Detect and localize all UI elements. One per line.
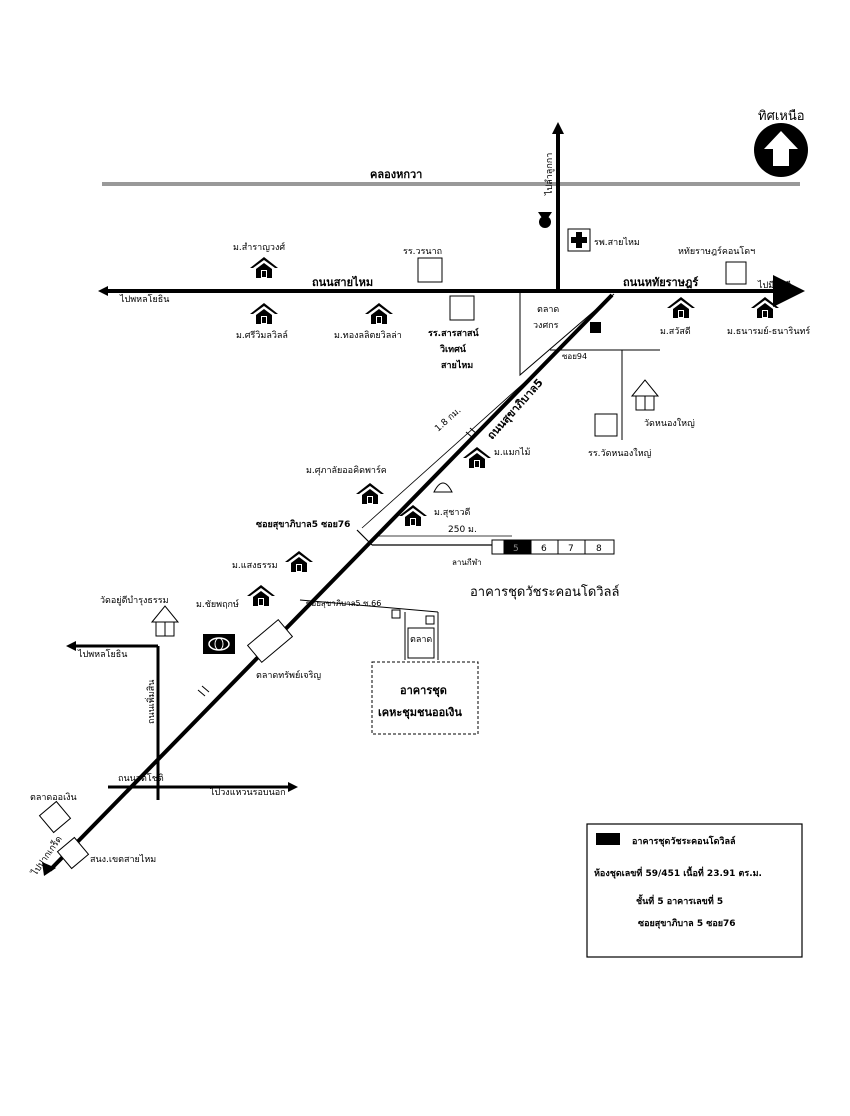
- distance-250m-label: 250 ม.: [448, 525, 477, 535]
- house-icon: [247, 585, 275, 606]
- house-icon: [250, 303, 278, 324]
- school-line3: สายไหม: [441, 359, 473, 371]
- wat-yu-di-label: วัดอยู่ดีบำรุงธรรม: [100, 595, 169, 606]
- sanong-label: สนง.เขตสายไหม: [90, 854, 156, 865]
- building-6-label: 6: [541, 544, 547, 554]
- soi66-label: ซอยสุขาภิบาล5 ซ.66: [306, 599, 381, 608]
- shell-icon: [433, 482, 453, 493]
- khehachumchon-box: [371, 661, 479, 735]
- soi76-road: [356, 529, 373, 546]
- wat-nong-yai-label: วัดหนองใหญ่: [644, 418, 695, 429]
- talad-sap-box: [246, 619, 294, 663]
- swadee-label: ม.สวัสดี: [660, 326, 691, 337]
- laeng-tham-label: ม.แสงธรรม: [232, 561, 278, 571]
- house-icon: [463, 447, 491, 468]
- legend-line1: ห้องชุดเลขที่ 59/451 เนื้อที่ 23.91 ตร.ม…: [594, 866, 762, 879]
- rawang-label: ม.สำราญวงศ์: [233, 241, 285, 253]
- to-outer-ring-label: ไปวงแหวนรอบนอก: [209, 787, 286, 798]
- wat-school-box: [594, 413, 618, 437]
- soi76-label: ซอยสุขาภิบาล5 ซอย76: [256, 519, 350, 530]
- sports-ground: [491, 539, 505, 555]
- road-sukhaphiban5: [48, 293, 614, 872]
- road-sai-mai-label: ถนนสายไหม: [312, 275, 373, 289]
- house-icon: [751, 297, 779, 318]
- suchawadee-label: ม.สุชาวดี: [434, 507, 471, 518]
- north-indicator: ทิศเหนือ: [754, 108, 808, 177]
- house-icon: [250, 257, 278, 278]
- worranart-label: รร.วรนาถ: [403, 247, 442, 257]
- legend-box: อาคารชุดวัชระคอนโดวิลล์ ห้องชุดเลขที่ 59…: [586, 823, 803, 958]
- supalai-label: ม.ศุภาลัยออคิดพาร์ค: [306, 464, 387, 476]
- distance-1-8km-line: [361, 355, 555, 529]
- temple-icon: [150, 605, 180, 637]
- market-wongsakorn-line2: วงศกร: [533, 321, 559, 331]
- building-5: [504, 540, 531, 554]
- building-7-label: 7: [568, 544, 574, 554]
- to-lam-luk-ka-label: ไปลำลูกกา: [544, 153, 555, 196]
- soi94-label: ซอย94: [562, 352, 587, 361]
- school-line2: วิเทศน์: [439, 343, 467, 355]
- talad-sap-label: ตลาดทรัพย์เจริญ: [256, 669, 321, 681]
- house-icon: [667, 297, 695, 318]
- building-8-label: 8: [596, 544, 602, 554]
- small-market-label: ตลาด: [410, 635, 432, 645]
- makmai-label: ม.แมกไม้: [494, 447, 531, 458]
- talad-o-ngoen-label: ตลาดออเงิน: [30, 792, 77, 803]
- fuel-station-icon: [539, 216, 551, 228]
- building-5-label: 5: [513, 544, 519, 554]
- srimuen-label: ม.ศรีวิมลวิลล์: [236, 329, 288, 341]
- distance-1-8km-label: 1.8 กม.: [433, 406, 463, 434]
- legend-line2: ชั้นที่ 5 อาคารเลขที่ 5: [636, 894, 723, 907]
- house-icon: [365, 303, 393, 324]
- sports-ground-label: ลานกีฬา: [452, 558, 482, 567]
- khehachumchon-line2: เคหะชุมชนออเงิน: [378, 706, 462, 720]
- legend-line3: ซอยสุขาภิบาล 5 ซอย76: [638, 918, 736, 929]
- north-label: ทิศเหนือ: [758, 108, 805, 124]
- market-wongsakorn-line1: ตลาด: [537, 305, 559, 315]
- sanong-box: [56, 836, 90, 870]
- hathai-condo-box: [725, 261, 747, 285]
- gas-station-icon: [590, 322, 601, 333]
- hathai-condo-label: หทัยราษฎร์คอนโดฯ: [678, 245, 755, 257]
- road-chot-chuang-label: ถนนจตโชติ: [118, 773, 164, 784]
- toyota-logo-icon: [203, 634, 235, 654]
- house-icon: [285, 551, 313, 572]
- legend-title: อาคารชุดวัชระคอนโดวิลล์: [632, 835, 736, 847]
- soi66-road: [299, 599, 439, 613]
- to-phahon-label: ไปพหลโยธิน: [119, 294, 169, 305]
- thanarom-label: ม.ธนารมย์-ธนารินทร์: [727, 325, 810, 337]
- to-phahon2-label: ไปพหลโยธิน: [77, 649, 127, 660]
- road-phoem-sin-label: ถนนเพิ่มสิน: [144, 680, 157, 724]
- to-minburi-label: ไปมีนบุรี: [757, 280, 791, 291]
- thonglit-label: ม.ทองลลิตยวิลล่า: [334, 330, 402, 341]
- hospital-label: รพ.สายไหม: [594, 237, 640, 248]
- house-icon: [356, 483, 384, 504]
- condo-title: อาคารชุดวัชระคอนโดวิลล์: [470, 584, 620, 600]
- talad-o-ngoen-box: [38, 800, 72, 834]
- legend-swatch: [596, 833, 620, 845]
- condo-buildings: 5 6 7 8: [491, 539, 615, 555]
- temple-icon: [630, 379, 660, 411]
- road-hathai-label: ถนนหทัยราษฎร์: [623, 276, 698, 289]
- small-market: [407, 627, 435, 659]
- sarasas-school-box: [449, 295, 475, 321]
- school-line1: รร.สารสาสน์: [428, 327, 480, 339]
- khehachumchon-line1: อาคารชุด: [400, 684, 447, 698]
- chai-pruek-label: ม.ชัยพฤกษ์: [196, 598, 239, 610]
- canal-label: คลองหกวา: [370, 168, 422, 181]
- worranart-school-box: [417, 257, 443, 283]
- wat-school-label: รร.วัดหนองใหญ่: [588, 448, 652, 459]
